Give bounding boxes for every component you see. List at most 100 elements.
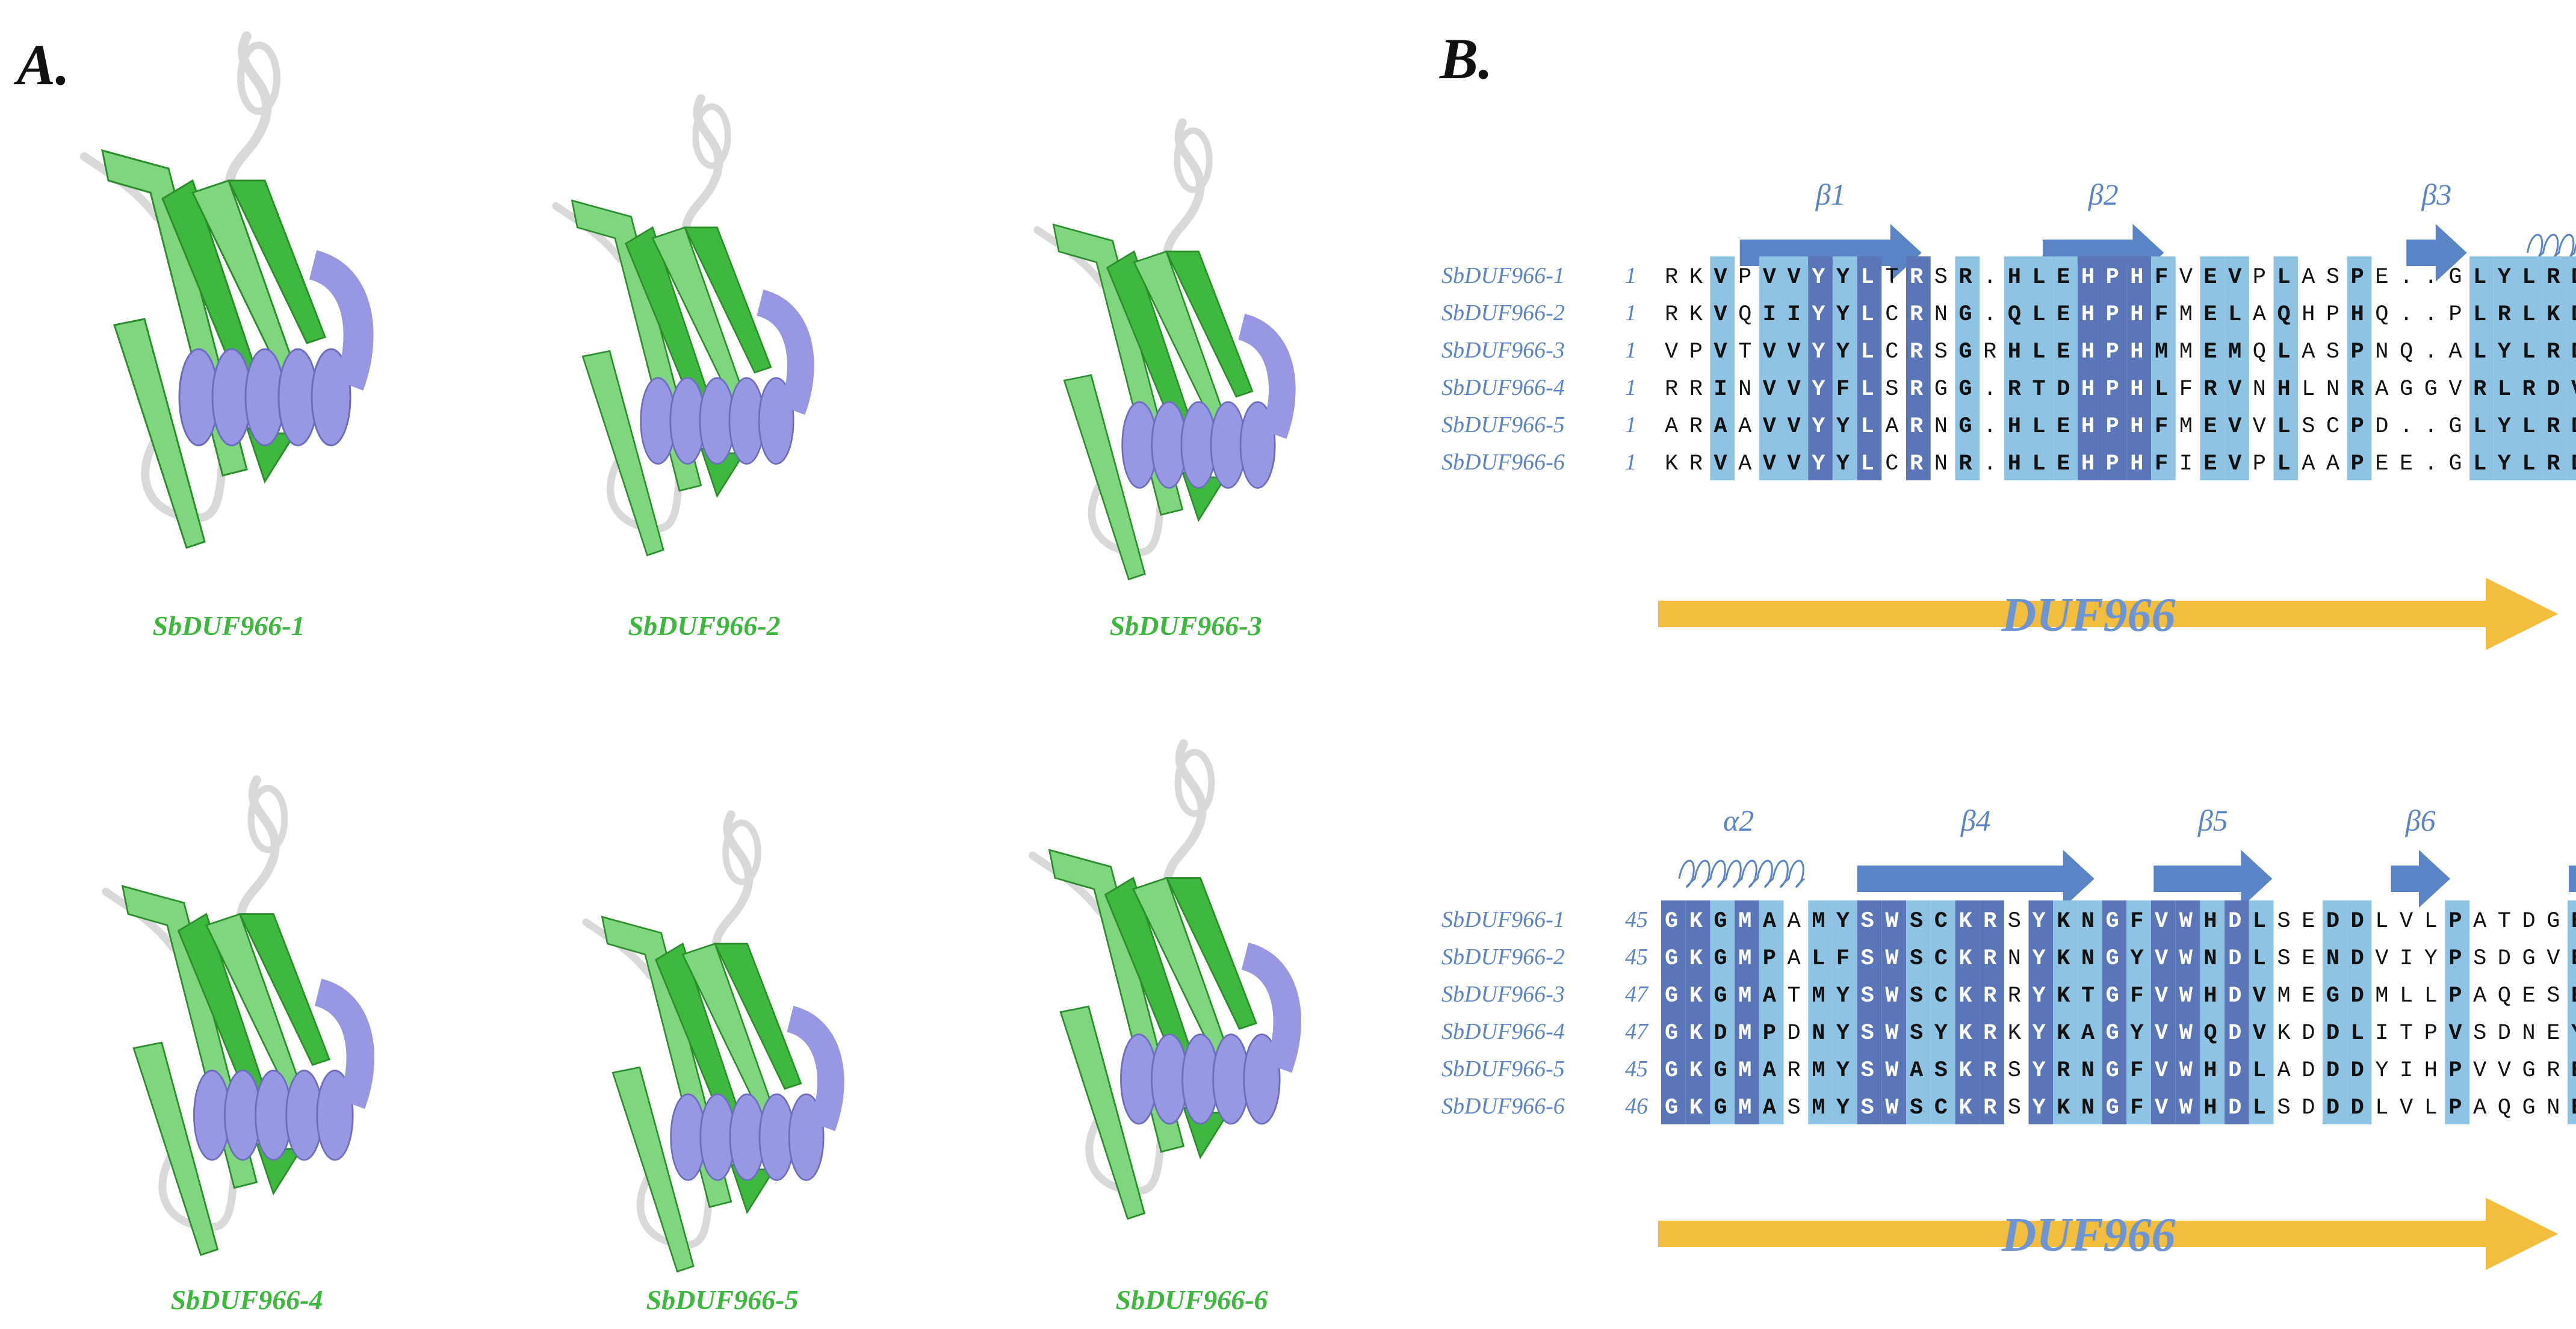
structure-caption: SbDUF966-5	[646, 1284, 798, 1315]
conservation-shading	[2494, 256, 2519, 480]
sequence-name: SbDUF966-4	[1441, 1019, 1565, 1044]
residue: A	[1763, 1095, 1777, 1121]
conservation-shading	[2225, 900, 2249, 1124]
residue: V	[2228, 377, 2242, 402]
residue: L	[2302, 377, 2315, 402]
alpha-helix-turn	[1237, 314, 1296, 439]
conservation-shading	[2225, 256, 2249, 480]
sequence-start: 45	[1625, 944, 1648, 970]
residue: L	[2253, 1058, 2266, 1083]
residue: Y	[1812, 414, 1825, 439]
panel-b-letter: B.	[1439, 26, 1493, 91]
residue: G	[1934, 377, 1948, 402]
residue: R	[1689, 414, 1703, 439]
residue: P	[2351, 265, 2364, 290]
sequence-residues: KRVAVVYYLCRNR.HLEHPHFIEVPLAAPEE.GLYLRDVV…	[1665, 451, 2576, 477]
residue: Y	[1934, 1021, 1948, 1046]
residue: P	[2351, 339, 2364, 365]
residue: T	[2400, 1021, 2413, 1046]
residue: G	[2106, 946, 2119, 971]
residue: G	[1714, 984, 1727, 1009]
residue: T	[1788, 984, 1801, 1009]
residue: D	[2326, 1058, 2339, 1083]
residue: A	[2473, 909, 2487, 934]
helix-coil	[1678, 860, 1805, 888]
conservation-shading	[2445, 900, 2470, 1124]
residue: L	[2277, 451, 2291, 477]
residue: .	[1983, 302, 1996, 327]
beta-strand	[683, 226, 772, 374]
residue: D	[2351, 1095, 2364, 1121]
residue: R	[1983, 946, 1997, 971]
residue: R	[1689, 451, 1703, 477]
residue: D	[2522, 909, 2536, 934]
residue: G	[2522, 1095, 2536, 1121]
conservation-shading	[2347, 900, 2372, 1124]
residue: D	[2228, 1058, 2241, 1083]
residue: V	[1763, 414, 1777, 439]
residue: P	[1738, 265, 1751, 290]
coil-loop	[247, 785, 288, 853]
residue: L	[2253, 1095, 2266, 1121]
residue: A	[1910, 1058, 1924, 1083]
residue: S	[1861, 946, 1874, 971]
conservation-shading	[2151, 900, 2176, 1124]
sequence-residues: GKGMASMYSWSCKRSYKNGFVWHDLSDDDLVLPAQGNEYI…	[1665, 1095, 2576, 1121]
residue: .	[2424, 339, 2438, 365]
beta-strand	[581, 350, 664, 557]
residue: M	[2228, 339, 2241, 365]
ribbon-structure	[1033, 118, 1296, 581]
residue: R	[2547, 265, 2560, 290]
residue: S	[2473, 1021, 2486, 1046]
residue: Y	[1836, 302, 1850, 327]
residue: Q	[2400, 339, 2413, 365]
residue: C	[1934, 946, 1948, 971]
residue: R	[1983, 1095, 1997, 1121]
residue: R	[1910, 265, 1924, 290]
residue: L	[1861, 339, 1874, 365]
residue: Y	[1836, 339, 1850, 365]
alpha-helix-turn	[756, 290, 814, 415]
residue: P	[2448, 1095, 2462, 1121]
residue: A	[1714, 414, 1727, 439]
conservation-shading	[1955, 900, 1980, 1124]
residue: D	[2351, 1058, 2364, 1083]
residue: V	[2179, 265, 2193, 290]
residue: A	[1738, 414, 1752, 439]
conservation-shading	[2469, 256, 2494, 480]
residue: G	[1714, 1095, 1727, 1121]
residue: M	[1738, 1021, 1751, 1046]
residue: L	[2253, 946, 2266, 971]
residue: E	[2302, 909, 2315, 934]
residue: D	[2498, 946, 2511, 971]
residue: N	[1934, 451, 1948, 477]
residue: V	[2400, 1095, 2413, 1121]
residue: W	[2179, 1095, 2193, 1121]
sequence-start: 45	[1625, 1056, 1648, 1082]
residue: M	[2179, 302, 2193, 327]
residue: D	[2326, 1021, 2339, 1046]
beta-strand	[227, 179, 326, 344]
coil-loop	[722, 819, 761, 885]
residue: V	[2547, 946, 2560, 971]
residue: N	[2081, 1095, 2095, 1121]
alignment-block: α2β4β5β6β7SbDUF966-145GKGMAAMYSWSCKRSYKN…	[1441, 804, 2576, 1270]
conservation-shading	[1832, 256, 1857, 480]
residue: D	[1714, 1021, 1727, 1046]
conservation-shading	[2004, 256, 2029, 480]
residue: P	[2106, 265, 2119, 290]
conservation-shading	[2567, 900, 2576, 1124]
residue: V	[1763, 451, 1777, 477]
residue: P	[2106, 339, 2119, 365]
residue: Y	[2498, 265, 2512, 290]
residue: E	[2571, 946, 2576, 971]
residue: V	[2155, 1058, 2169, 1083]
residue: V	[2400, 909, 2413, 934]
residue: Y	[2130, 1021, 2144, 1046]
structure-caption: SbDUF966-2	[628, 610, 780, 641]
residue: V	[2155, 909, 2169, 934]
residue: G	[2106, 909, 2119, 934]
residue: V	[2571, 377, 2576, 402]
residue: R	[2547, 451, 2560, 477]
residue: S	[1934, 265, 1948, 290]
